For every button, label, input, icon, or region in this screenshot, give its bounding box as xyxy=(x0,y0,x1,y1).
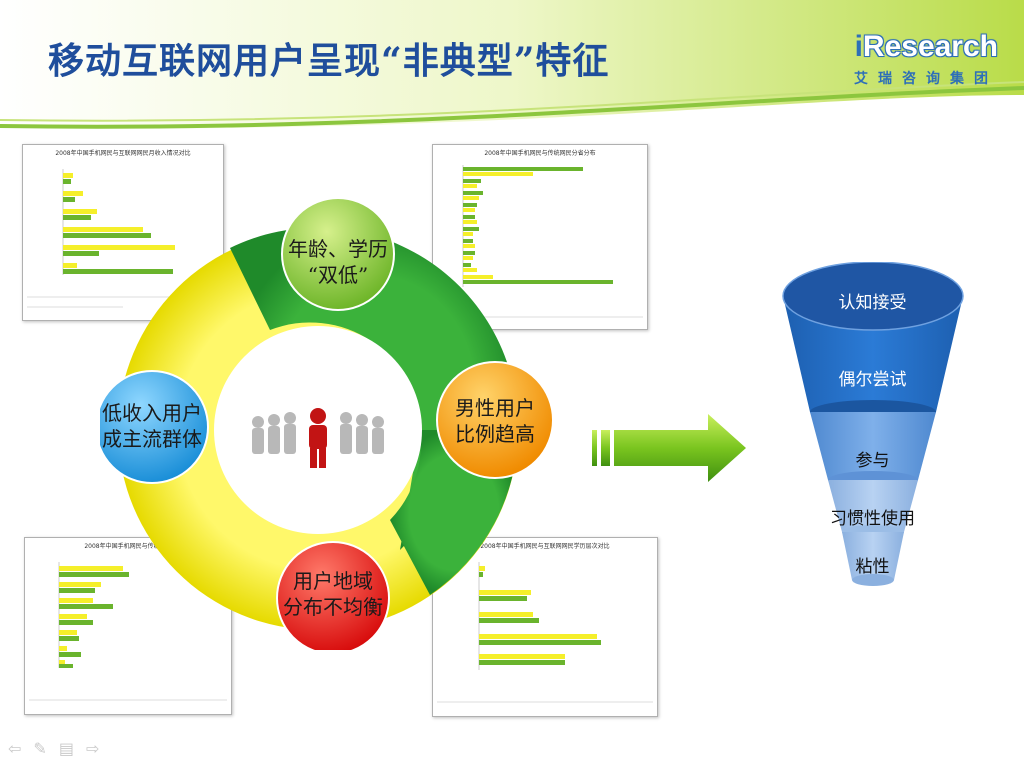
bubble-male-users-text: 男性用户比例趋高 xyxy=(455,396,535,446)
bubble-low-income-text: 低收入用户成主流群体 xyxy=(102,401,202,451)
bubble-region-text: 用户地域分布不均衡 xyxy=(283,569,383,619)
thumbnail-title: 2008年中国手机网民与互联网网民学历层次对比 xyxy=(480,543,610,550)
funnel-level-habit xyxy=(828,480,918,532)
forward-arrow-icon[interactable]: ⇨ xyxy=(85,739,112,758)
brand-logo: iResearch 艾瑞咨询集团 xyxy=(854,30,998,88)
thumbnail-bars xyxy=(437,165,643,318)
funnel-level-awareness xyxy=(782,262,964,331)
logo-wordmark: iResearch xyxy=(854,30,998,63)
back-arrow-icon[interactable]: ⇦ xyxy=(8,739,34,758)
right-arrow-icon xyxy=(592,414,746,482)
menu-icon[interactable]: ▤ xyxy=(58,739,86,758)
funnel-level-stickiness xyxy=(842,532,904,580)
funnel-label-habit: 习惯性使用 xyxy=(830,509,915,529)
cycle-diagram xyxy=(100,197,554,650)
thumbnail-bars xyxy=(27,169,219,308)
thumbnail-title: 2008年中国手机网民与传统网民 xyxy=(84,543,172,550)
bubble-region xyxy=(276,541,390,650)
header-swoosh xyxy=(0,0,1024,129)
bubble-age-education xyxy=(281,197,395,311)
logo-subtitle: 艾瑞咨询集团 xyxy=(854,71,998,87)
funnel-label-awareness: 认知接受 xyxy=(838,293,907,313)
slide-nav: ⇦✎▤⇨ xyxy=(8,739,111,758)
thumbnail-title: 2008年中国手机网民与传统网民分省分布 xyxy=(484,150,596,157)
thumbnail-bars xyxy=(29,562,227,701)
funnel-label-trial: 偶尔尝试 xyxy=(838,370,907,390)
crowd-with-red-figure-icon xyxy=(252,408,384,468)
bubble-male-users xyxy=(436,361,554,479)
bubble-age-education-text: 年龄、学历“双低” xyxy=(288,237,388,287)
pen-icon[interactable]: ✎ xyxy=(33,739,59,758)
funnel-level-participation xyxy=(810,412,936,480)
thumbnail-title: 2008年中国手机网民与互联网网民月收入情况对比 xyxy=(55,150,191,157)
funnel-label-stickiness: 粘性 xyxy=(855,557,890,577)
thumbnail-education-chart: 2008年中国手机网民与互联网网民学历层次对比 xyxy=(432,537,658,717)
bubble-low-income xyxy=(100,370,209,484)
page-title: 移动互联网用户呈现“非典型”特征 xyxy=(48,40,610,82)
adoption-funnel xyxy=(782,262,964,586)
thumbnail-bars xyxy=(437,562,653,703)
funnel-label-participation: 参与 xyxy=(855,451,890,471)
